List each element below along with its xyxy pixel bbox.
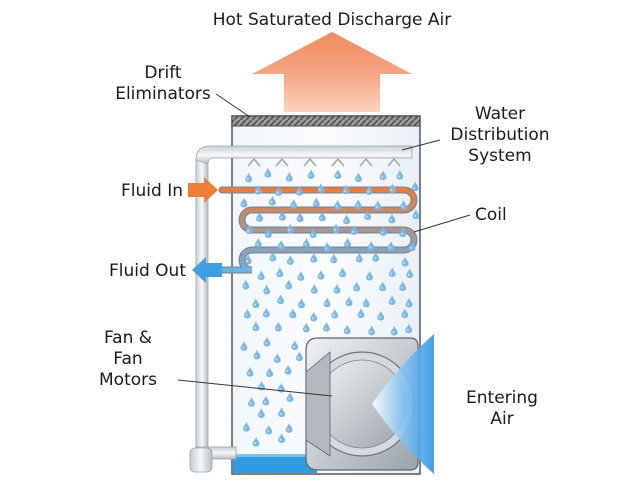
drift-eliminators-label-line2: Eliminators [115, 84, 211, 104]
leader-lines [177, 93, 471, 397]
coil [218, 186, 418, 274]
water-spray-nozzles [247, 157, 401, 167]
water-distribution-label-line2: Distribution [450, 125, 549, 145]
coil-label: Coil [475, 205, 507, 225]
fan-motors-label-line3: Motors [99, 370, 157, 390]
fan-motors-label-line2: Fan [113, 349, 142, 369]
discharge-air-arrow-icon [252, 32, 412, 112]
fluid-in-label: Fluid In [121, 181, 183, 201]
entering-air-label-line2: Air [490, 409, 513, 429]
spray-nozzle-icon [359, 157, 373, 167]
fluid-out-label: Fluid Out [109, 261, 186, 281]
fan-housing-icon [305, 337, 419, 471]
spray-nozzle-icon [275, 157, 289, 167]
entering-air-label-line1: Entering [466, 388, 538, 408]
drift-eliminators-label-line1: Drift [144, 63, 181, 83]
sump-water [233, 456, 317, 473]
water-recirculation-pipe [189, 145, 413, 473]
spray-nozzle-icon [387, 157, 401, 167]
discharge-air-label: Hot Saturated Discharge Air [213, 10, 452, 30]
water-distribution-label-line3: System [468, 146, 531, 166]
spray-nozzle-icon [331, 157, 345, 167]
entering-air-arrow-icon [372, 334, 434, 474]
fluid-in-arrow-icon [188, 177, 218, 203]
water-distribution-label-line1: Water [475, 104, 525, 124]
spray-nozzle-icon [303, 157, 317, 167]
fan-motors-label-line1: Fan & [104, 328, 152, 348]
spray-nozzle-icon [247, 157, 261, 167]
fluid-out-arrow-icon [192, 257, 222, 283]
drift-eliminators [231, 115, 421, 127]
